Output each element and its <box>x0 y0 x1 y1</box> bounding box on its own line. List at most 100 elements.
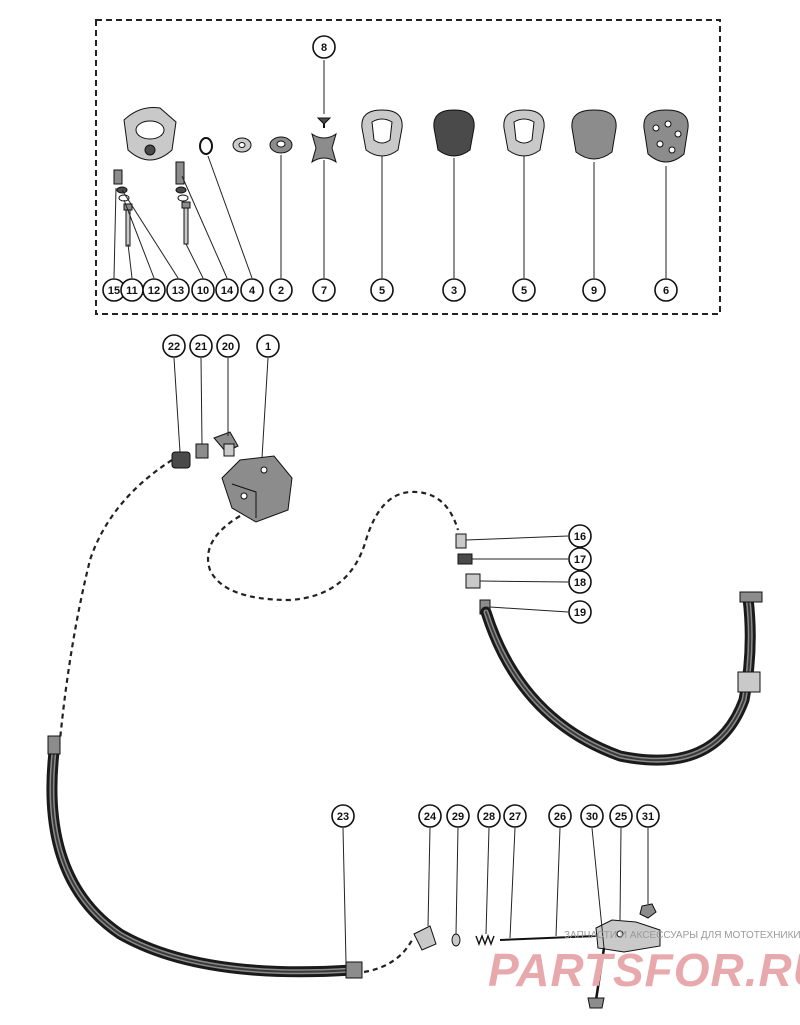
callout-number: 10 <box>197 285 209 297</box>
callout-6: 6 <box>654 278 678 302</box>
watermark-brand: PARTSFOR.RU <box>488 944 800 996</box>
callout-number: 3 <box>451 285 457 297</box>
callout-circle <box>609 804 633 828</box>
fuel-hose-left <box>46 735 363 979</box>
cap-31 <box>639 903 657 919</box>
fuel-pump-body <box>221 455 293 523</box>
callout-circle <box>162 334 186 358</box>
callout-circle <box>442 278 466 302</box>
rod-26 <box>499 935 597 941</box>
nut-17 <box>457 553 473 565</box>
callout-circle <box>191 278 215 302</box>
diaphragm <box>433 109 475 157</box>
callout-circle <box>548 804 572 828</box>
callout-circle <box>216 334 240 358</box>
nut <box>269 136 293 154</box>
pump-cover <box>571 109 617 160</box>
pump-body-small <box>123 107 177 161</box>
callout-number: 26 <box>554 811 566 823</box>
dashed-route-left <box>58 459 173 741</box>
callout-7: 7 <box>312 278 336 302</box>
callout-2: 2 <box>269 278 293 302</box>
callout-number: 25 <box>615 811 627 823</box>
callout-31: 31 <box>636 804 660 828</box>
callout-number: 28 <box>483 811 495 823</box>
callout-13: 13 <box>166 278 190 302</box>
callout-26: 26 <box>548 804 572 828</box>
callout-18: 18 <box>568 570 592 594</box>
fuel-hose-right <box>480 591 763 766</box>
elbow-24 <box>413 925 437 951</box>
callout-16: 16 <box>568 524 592 548</box>
screw-30 <box>587 947 606 1009</box>
callout-circle <box>568 600 592 624</box>
gasket-2 <box>503 109 545 157</box>
callout-circle <box>189 334 213 358</box>
callout-circle <box>446 804 470 828</box>
callout-15: 15 <box>102 278 126 302</box>
callout-number: 30 <box>586 811 598 823</box>
callout-number: 24 <box>424 811 437 823</box>
callout-4: 4 <box>240 278 264 302</box>
spring-28 <box>475 934 495 946</box>
spring-right <box>175 161 189 202</box>
callout-20: 20 <box>216 334 240 358</box>
callout-number: 8 <box>321 42 327 54</box>
callout-number: 15 <box>108 285 120 297</box>
callout-number: 2 <box>278 285 284 297</box>
callout-number: 16 <box>574 531 586 543</box>
callout-circle <box>215 278 239 302</box>
callout-23: 23 <box>331 804 355 828</box>
callout-5: 5 <box>370 278 394 302</box>
dashed-route-loop <box>206 490 460 602</box>
callout-22: 22 <box>162 334 186 358</box>
callout-circle <box>568 570 592 594</box>
valve <box>311 132 337 164</box>
screw-right <box>181 201 191 245</box>
callout-24: 24 <box>418 804 442 828</box>
callout-number: 23 <box>337 811 349 823</box>
callout-19: 19 <box>568 600 592 624</box>
callout-circle <box>331 804 355 828</box>
callout-3: 3 <box>442 278 466 302</box>
callout-11: 11 <box>120 278 144 302</box>
watermark: ЗАПЧАСТИ И АКСЕССУАРЫ ДЛЯ МОТОТЕХНИКИ PA… <box>488 930 800 996</box>
callout-number: 7 <box>321 285 327 297</box>
sleeve-18 <box>465 573 481 589</box>
callout-circle <box>503 804 527 828</box>
callout-circle <box>269 278 293 302</box>
callout-number: 5 <box>379 285 385 297</box>
callout-number: 6 <box>663 285 669 297</box>
callout-circle <box>256 334 280 358</box>
callout-circle <box>240 278 264 302</box>
callout-circle <box>370 278 394 302</box>
o-ring <box>199 137 213 155</box>
seal-29 <box>451 933 461 947</box>
callout-circle <box>568 524 592 548</box>
callout-number: 19 <box>574 607 586 619</box>
callout-27: 27 <box>503 804 527 828</box>
callout-circle <box>582 278 606 302</box>
main-leader-lines <box>173 357 649 963</box>
callout-circle <box>512 278 536 302</box>
callout-number: 17 <box>574 554 586 566</box>
callout-30: 30 <box>580 804 604 828</box>
washer <box>232 137 252 153</box>
callout-circle <box>636 804 660 828</box>
callout-28: 28 <box>477 804 501 828</box>
callout-number: 21 <box>195 341 207 353</box>
callout-number: 14 <box>221 285 234 297</box>
callout-number: 11 <box>126 285 138 297</box>
dashed-route-bottom <box>363 939 413 974</box>
callout-14: 14 <box>215 278 239 302</box>
callout-12: 12 <box>142 278 166 302</box>
elbow-fitting <box>213 431 239 457</box>
callout-10: 10 <box>191 278 215 302</box>
callout-number: 4 <box>249 285 256 297</box>
callout-circle <box>654 278 678 302</box>
callout-number: 27 <box>509 811 521 823</box>
callout-8: 8 <box>312 35 336 59</box>
kit-leader-lines <box>113 60 667 279</box>
callout-circle <box>477 804 501 828</box>
